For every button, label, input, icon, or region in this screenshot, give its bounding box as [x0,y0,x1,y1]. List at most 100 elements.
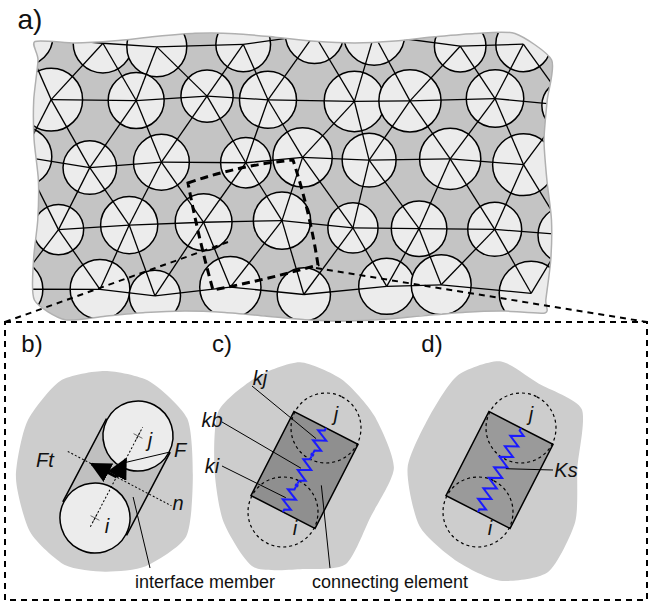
lattice-element [103,43,136,100]
lattice-element [103,43,157,47]
leader-line [252,386,316,439]
spring-joint [310,452,315,457]
lattice-element [460,46,495,98]
stiffness-symbol: kb [201,409,222,431]
lattice-element [460,44,523,46]
lattice-element [161,162,203,222]
lattice-element [207,96,268,100]
lattice-element [157,44,243,47]
leader-line [321,485,330,568]
lattice-element [58,168,89,230]
matrix-patch [407,361,583,581]
tangential-force-arrow [92,464,117,477]
lattice-element [100,225,129,289]
lattice-element [450,99,495,159]
lattice-element [353,160,369,228]
lattice-element [230,287,303,294]
lattice-element [524,165,567,235]
lattice-element [51,100,90,168]
lattice-element [419,229,441,285]
aggregate-circle [91,389,186,484]
lattice-element [268,100,303,158]
lattice-element [51,99,136,101]
lattice-element [129,225,155,296]
lattice-element [304,228,353,295]
lattice-element [282,157,303,220]
aggregate-circle [538,206,595,263]
spring-symbol [278,484,301,514]
lattice-element [136,47,157,101]
connecting-element [446,412,553,529]
lattice-element [136,101,161,163]
zoom-line [5,242,228,322]
lattice-element [387,229,419,287]
leader-line [506,469,553,470]
lattice-element [207,96,246,163]
center-mark [131,429,145,443]
caption-label: connecting element [310,573,470,593]
stiffness-symbol: Ks [554,459,577,481]
force-symbol: Ft [36,449,54,471]
lattice-element [268,100,354,102]
lattice-element [410,101,450,159]
lattice-element [204,163,246,223]
lattice-element [353,228,387,286]
lattice-element [531,235,566,293]
lattice-element [13,289,100,290]
leader-line [222,422,301,468]
lattice-element [243,34,314,44]
lattice-element [354,100,410,102]
panel-label: d) [421,331,442,357]
lattice-element [157,47,207,96]
panel-label: b) [21,331,42,357]
lattice-element [100,289,155,296]
lattice-element [410,46,460,101]
lattice-element [387,285,441,287]
panel-label: a) [18,5,43,36]
normal-line [68,451,172,505]
lattice-element [410,99,495,101]
axis-symbol: n [172,492,183,514]
aggregate-outline [474,381,568,475]
caption-label: interface member [133,573,277,593]
stiffness-symbol: ki [205,455,219,477]
lattice-element [441,285,531,293]
lattice-element [303,101,355,157]
lattice-element [58,225,129,230]
lattice-element [314,34,374,36]
force-symbol: F [174,439,186,461]
node-index: i [488,517,492,539]
matrix-patch [16,371,193,572]
node-index: i [105,515,109,537]
lattice-element [354,35,374,102]
lattice-element [243,44,268,99]
lattice-element [204,221,282,223]
lattice-element [354,101,369,160]
lattice-element [353,227,419,229]
force-arrow [117,459,126,477]
axis-line [90,427,142,527]
lattice-element [22,157,90,168]
lattice-element [90,101,136,168]
lattice-element [129,162,161,225]
lattice-element [136,96,207,100]
leader-line [133,497,150,568]
spring-symbol [308,425,331,455]
lattice-element [303,157,370,160]
lattice-element [374,35,460,46]
lattice-element [314,34,354,101]
lattice-element [304,286,387,294]
lattice-element [90,168,129,225]
lattice-element [450,159,495,229]
lattice-element [419,159,450,229]
detail-frame [5,322,647,600]
lattice-element [155,222,204,296]
spring-symbol [292,454,317,486]
lattice-element [282,221,304,295]
leader-line [222,466,286,498]
lattice-element [22,100,51,157]
lattice-element [303,157,353,228]
leader-line [124,452,170,463]
lattice-element [207,44,243,96]
